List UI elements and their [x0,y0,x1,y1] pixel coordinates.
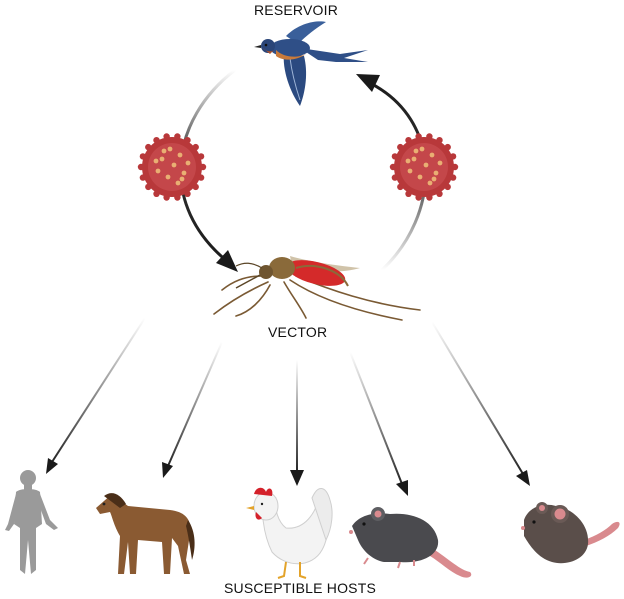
arrow-to-chicken [290,360,304,486]
mouse-icon [521,502,620,564]
susceptible-hosts-label: SUSCEPTIBLE HOSTS [224,580,376,596]
bird-icon [254,21,368,106]
reservoir-label: RESERVOIR [254,2,339,18]
mosquito-icon [213,256,421,321]
horse-icon [96,493,195,574]
rat-icon [349,507,472,578]
chicken-icon [246,487,333,579]
arrow-to-human [46,317,146,474]
vector-label: VECTOR [268,324,328,340]
arrow-to-rat [349,351,408,496]
virus-icon [137,133,459,201]
arrow-to-mouse [431,321,530,486]
human-icon [5,470,58,574]
arrow-to-horse [162,341,223,478]
